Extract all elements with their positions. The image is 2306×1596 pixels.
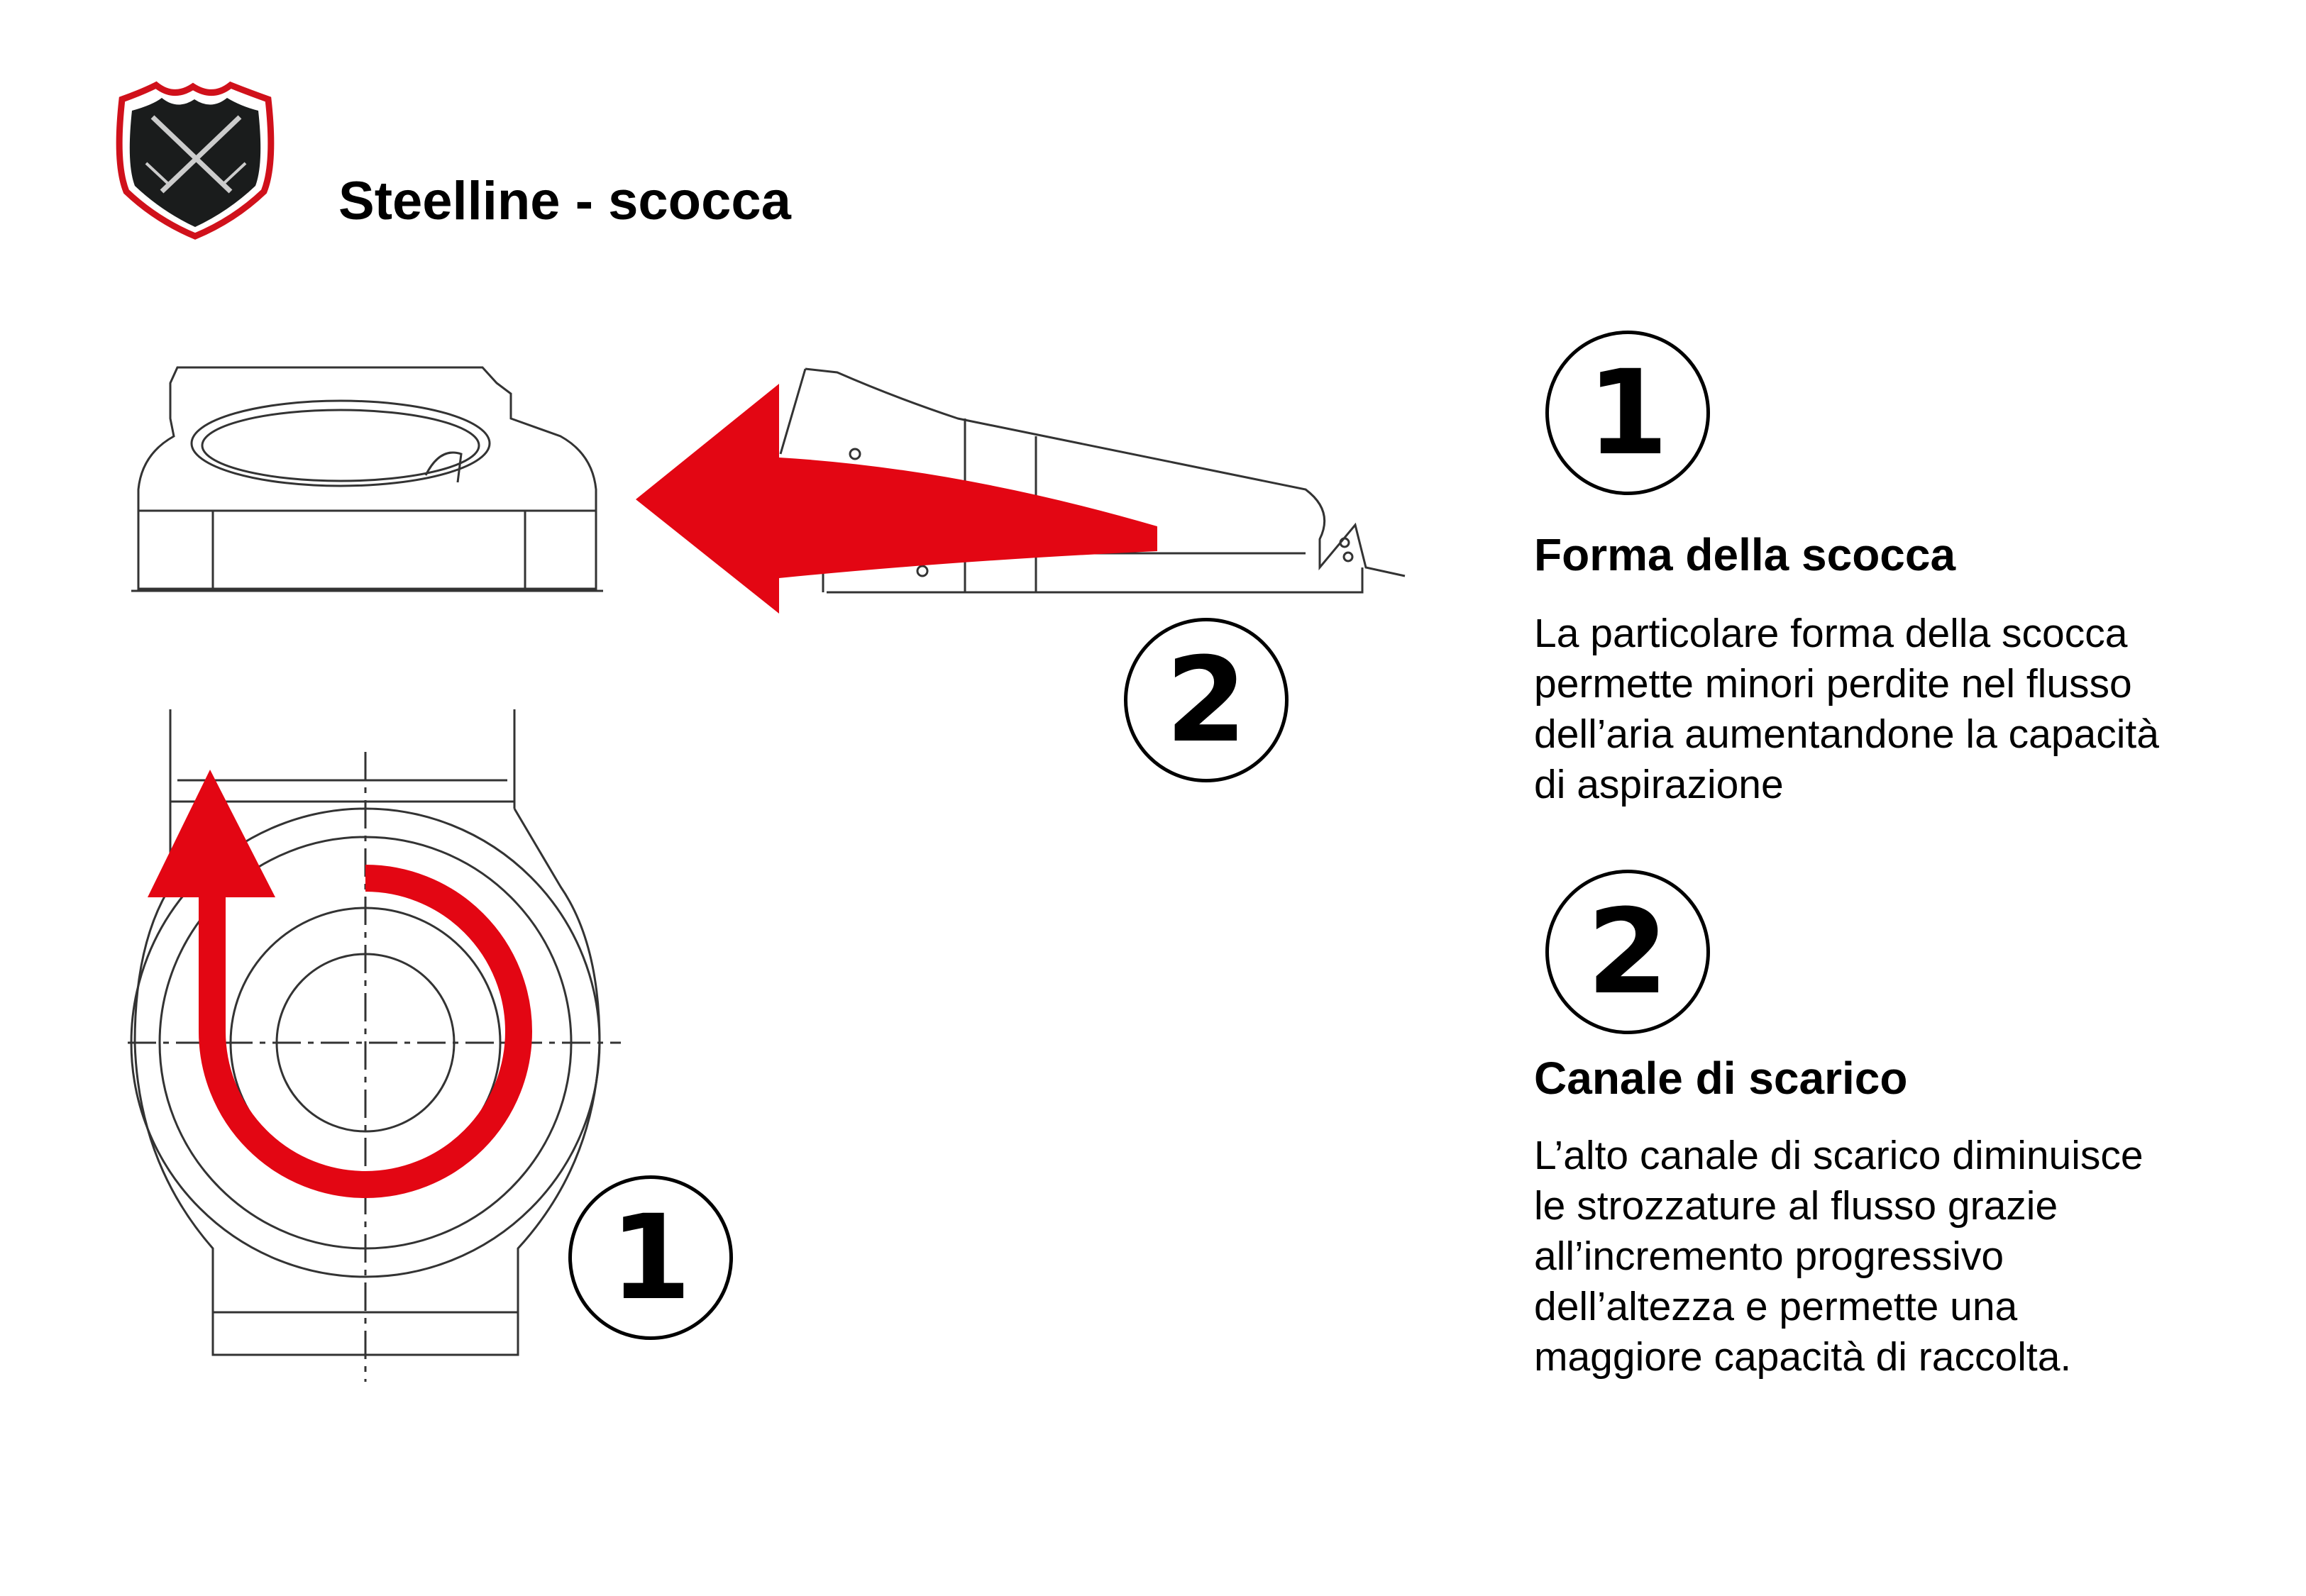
callout-number-1: 1 [568, 1175, 733, 1340]
description-line: La particolare forma della scocca [1534, 611, 2128, 656]
page-title: Steelline - scocca [338, 171, 791, 231]
feature-2-description: L’alto canale di scarico diminuisce le s… [1534, 1131, 2144, 1382]
feature-2-title: Canale di scarico [1534, 1053, 1908, 1104]
shield-logo-icon [116, 81, 275, 240]
description-line: permette minori perdite nel flusso [1534, 661, 2132, 706]
description-line: dell’aria aumentandone la capacità [1534, 711, 2159, 757]
description-line: maggiore capacità di raccolta. [1534, 1334, 2072, 1380]
deck-top-view [128, 709, 621, 1382]
feature-1-title: Forma della scocca [1534, 529, 1956, 580]
airflow-arrow-left-icon [636, 384, 1157, 614]
feature-1-number: 1 [1545, 331, 1710, 495]
feature-1-description: La particolare forma della scocca permet… [1534, 609, 2159, 810]
description-line: le strozzature al flusso grazie [1534, 1183, 2058, 1229]
airflow-circular-arrow-icon [148, 770, 532, 1198]
description-line: all’incremento progressivo [1534, 1234, 2004, 1279]
deck-side-view [131, 366, 603, 592]
feature-2-number: 2 [1545, 870, 1710, 1034]
callout-number-2: 2 [1124, 618, 1289, 782]
description-line: L’alto canale di scarico diminuisce [1534, 1133, 2144, 1178]
description-line: dell’altezza e permette una [1534, 1284, 2018, 1329]
description-line: di aspirazione [1534, 762, 1784, 807]
